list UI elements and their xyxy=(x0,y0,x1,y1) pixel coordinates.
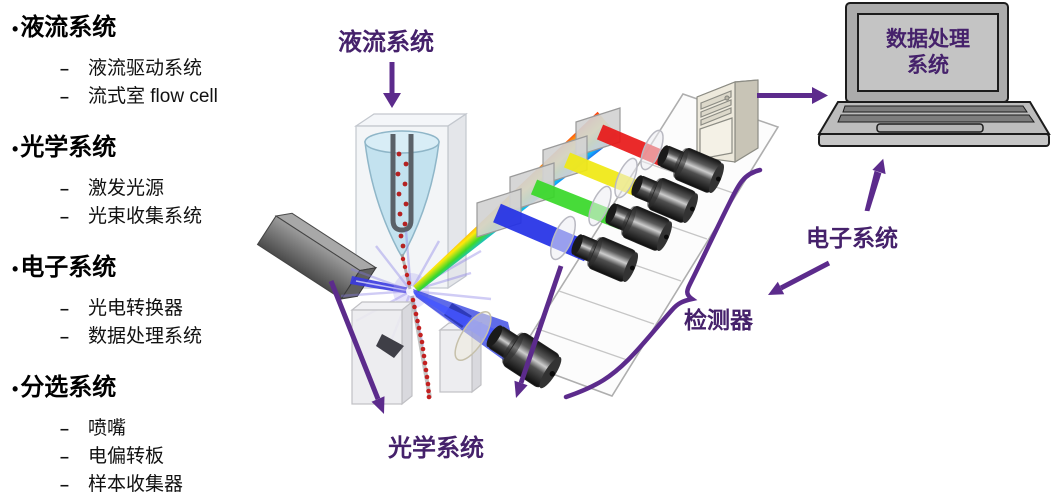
flow-cell-icon xyxy=(354,112,468,290)
detector-brace xyxy=(563,167,763,400)
arrow-fluidics-down xyxy=(383,62,401,108)
dash-icon: – xyxy=(60,449,69,466)
list-item: – 光电转换器 xyxy=(60,295,284,323)
section-title: •电子系统 xyxy=(12,254,284,283)
dash-icon: – xyxy=(60,89,69,106)
lens-icon xyxy=(588,185,612,227)
list-item-text: 流式室 flow cell xyxy=(88,86,218,107)
lens-icon xyxy=(640,129,664,171)
list-item: – 数据处理系统 xyxy=(60,323,284,351)
arrow-lens-to-optics xyxy=(514,265,564,398)
bullet-icon: • xyxy=(12,19,19,39)
laptop-screen-label: 数据处理 系统 xyxy=(886,28,970,77)
sample-injection-tube xyxy=(390,134,414,233)
label-detectors: 检测器 xyxy=(684,307,754,333)
section-fluidics: •液流系统 – 液流驱动系统 – 流式室 flow cell xyxy=(12,14,284,111)
laser-beam-core xyxy=(355,280,411,292)
dash-icon: – xyxy=(60,61,69,78)
section-title: •光学系统 xyxy=(12,134,284,163)
bullet-icon: • xyxy=(12,259,19,279)
arrow-laser-to-optics xyxy=(328,280,385,414)
dash-icon: – xyxy=(60,301,69,318)
section-title-text: 电子系统 xyxy=(20,254,117,281)
list-item-text: 光电转换器 xyxy=(88,298,184,319)
section-title: •分选系统 xyxy=(12,374,284,403)
label-optics: 光学系统 xyxy=(387,434,484,462)
list-item: – 液流驱动系统 xyxy=(60,55,284,83)
laptop-icon xyxy=(817,2,1051,147)
label-fluidics: 液流系统 xyxy=(338,28,434,56)
dash-icon: – xyxy=(60,181,69,198)
arrow-electronics-to-laptop xyxy=(864,158,886,212)
list-item: – 光束收集系统 xyxy=(60,203,284,231)
lens-icon xyxy=(454,311,492,361)
list-item: – 样本收集器 xyxy=(60,471,284,497)
laser-icon xyxy=(256,212,378,300)
list-item-text: 光束收集系统 xyxy=(88,206,203,227)
list-item: – 流式室 flow cell xyxy=(60,83,284,111)
section-electronics: •电子系统 – 光电转换器 – 数据处理系统 xyxy=(12,254,284,351)
lens-icon xyxy=(550,215,576,261)
label-electronics: 电子系统 xyxy=(806,225,898,251)
list-item-text: 样本收集器 xyxy=(88,474,184,495)
lens-bracket xyxy=(376,334,404,358)
dash-icon: – xyxy=(60,329,69,346)
forward-scatter-core xyxy=(413,291,510,356)
section-title-text: 液流系统 xyxy=(20,14,117,41)
computer-tower-icon xyxy=(696,79,759,164)
list-item: – 电偏转板 xyxy=(60,443,284,471)
list-item-text: 数据处理系统 xyxy=(88,326,203,347)
list-item: – 激发光源 xyxy=(60,175,284,203)
svg-text:数据处理: 数据处理 xyxy=(886,28,970,51)
section-title: •液流系统 xyxy=(12,14,284,43)
dash-icon: – xyxy=(60,421,69,438)
cells-in-funnel xyxy=(395,151,409,249)
cell-stream-dots xyxy=(400,256,432,400)
list-item-text: 激发光源 xyxy=(88,178,165,199)
list-item-text: 液流驱动系统 xyxy=(88,58,203,79)
outline-list: •液流系统 –液流驱动系统 –流式室 flow cell •光学系统 –激发光源… xyxy=(12,14,284,497)
svg-text:系统: 系统 xyxy=(907,53,949,77)
bullet-icon: • xyxy=(12,379,19,399)
lens-icon xyxy=(614,157,638,199)
list-item-text: 喷嘴 xyxy=(88,418,127,439)
bullet-icon: • xyxy=(12,139,19,159)
list-item: – 喷嘴 xyxy=(60,415,284,443)
dash-icon: – xyxy=(60,477,69,494)
section-sorting: •分选系统 – 喷嘴 – 电偏转板 – 样本收集器 xyxy=(12,374,284,497)
dash-icon: – xyxy=(60,209,69,226)
diagram-labels: 液流系统 光学系统 检测器 电子系统 xyxy=(338,28,898,462)
arrow-tower-to-laptop xyxy=(757,87,828,104)
collection-lenses xyxy=(550,129,664,261)
arrow-electronics-to-detectors xyxy=(768,260,831,295)
section-title-text: 光学系统 xyxy=(20,134,117,161)
arrows xyxy=(328,62,886,414)
section-title-text: 分选系统 xyxy=(20,374,117,401)
list-item-text: 电偏转板 xyxy=(88,446,165,467)
sheath-funnel xyxy=(364,141,440,259)
section-optics: •光学系统 – 激发光源 – 光束收集系统 xyxy=(12,134,284,231)
